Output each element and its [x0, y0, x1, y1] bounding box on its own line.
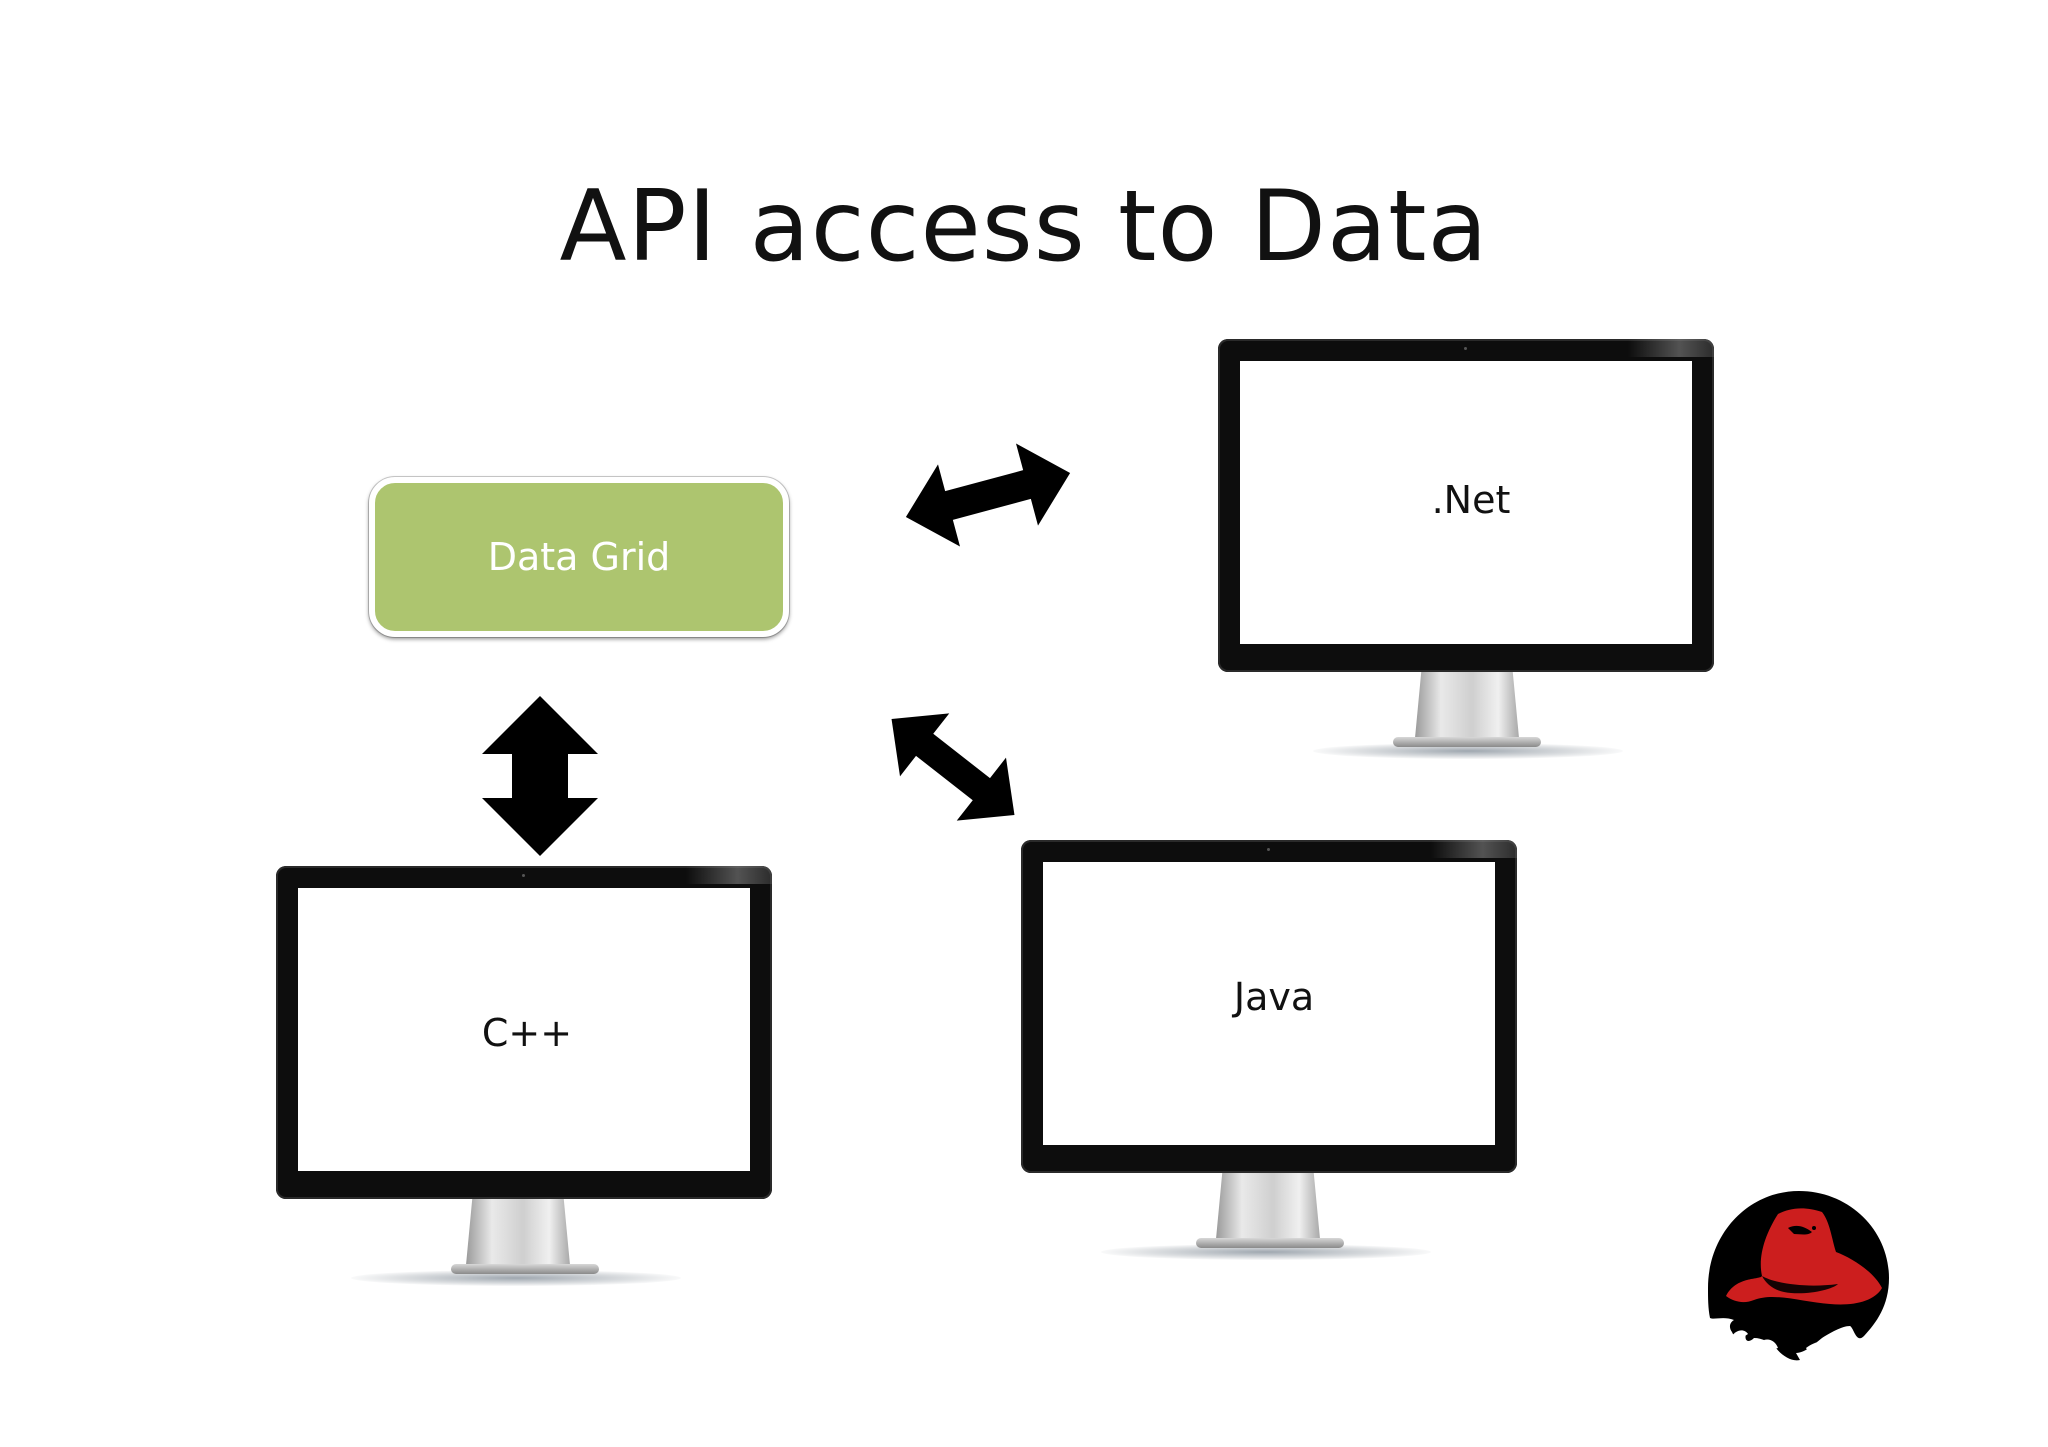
monitor-screen: .Net — [1240, 361, 1692, 644]
monitor-screen: C++ — [298, 888, 750, 1171]
monitor-bezel: C++ — [276, 866, 772, 1199]
data-grid-box: Data Grid — [369, 477, 789, 637]
double-arrow-icon — [891, 713, 1015, 821]
monitor-stand — [1415, 672, 1519, 738]
cpp-monitor: C++ — [276, 866, 772, 1286]
monitor-stand — [1216, 1173, 1320, 1239]
monitor-screen: Java — [1043, 862, 1495, 1145]
cpp-label: C++ — [481, 1010, 573, 1055]
data-grid-label: Data Grid — [487, 535, 671, 579]
monitor-bezel: Java — [1021, 840, 1517, 1173]
camera-dot — [1464, 347, 1467, 350]
double-arrow-icon — [482, 696, 598, 856]
monitor-bezel: .Net — [1218, 339, 1714, 672]
red-hat-logo — [1708, 1191, 1889, 1361]
net-label: .Net — [1431, 477, 1511, 522]
monitor-base — [1196, 1238, 1344, 1248]
monitor-shadow — [1313, 743, 1623, 759]
camera-dot — [522, 874, 525, 877]
monitor-base — [451, 1264, 599, 1274]
slide-title: API access to Data — [559, 170, 1489, 284]
monitor-shadow — [351, 1270, 681, 1286]
monitor-base — [1393, 737, 1541, 747]
net-monitor: .Net — [1218, 339, 1714, 759]
double-arrow-icon — [905, 443, 1071, 547]
monitor-shadow — [1101, 1244, 1431, 1260]
java-label: Java — [1233, 974, 1315, 1019]
monitor-stand — [466, 1199, 570, 1265]
java-monitor: Java — [1021, 840, 1517, 1260]
camera-dot — [1267, 848, 1270, 851]
